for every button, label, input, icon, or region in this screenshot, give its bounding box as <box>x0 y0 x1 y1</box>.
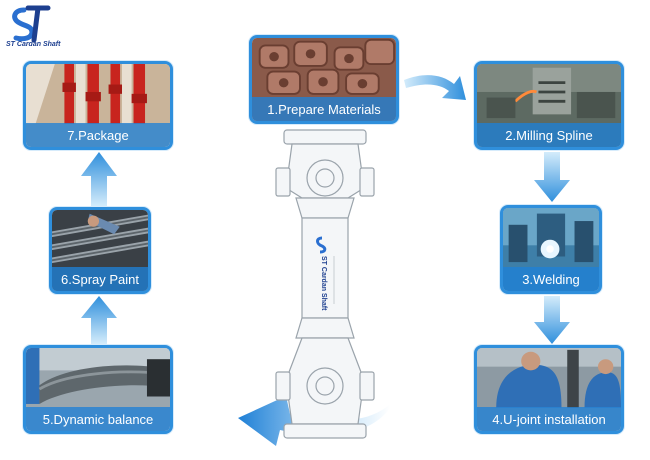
cardan-shaft-icon: ST Cardan Shaft <box>275 129 375 439</box>
logo-text: ST Cardan Shaft <box>6 41 61 48</box>
shaft-brand-text: ST Cardan Shaft <box>320 256 327 311</box>
step-spray-paint: 6.Spray Paint <box>49 207 151 294</box>
step-u-joint-installation: 4.U-joint installation <box>474 345 624 434</box>
step-label: 1.Prepare Materials <box>252 97 396 121</box>
step-label: 4.U-joint installation <box>477 407 621 431</box>
step-milling-spline: 2.Milling Spline <box>474 61 624 150</box>
arrow-icon <box>81 296 117 344</box>
arrow-icon <box>534 296 570 344</box>
arrow-icon <box>534 152 570 202</box>
step-label: 6.Spray Paint <box>52 267 148 291</box>
step-dynamic-balance: 5.Dynamic balance <box>23 345 173 434</box>
step-label: 3.Welding <box>503 267 599 291</box>
arrow-icon <box>404 75 466 100</box>
step-label: 2.Milling Spline <box>477 123 621 147</box>
arrow-icon <box>81 152 117 206</box>
step-label: 7.Package <box>26 123 170 147</box>
st-logo-icon <box>12 5 51 43</box>
step-prepare-materials: 1.Prepare Materials <box>249 35 399 124</box>
step-package: 7.Package <box>23 61 173 150</box>
step-welding: 3.Welding <box>500 205 602 294</box>
step-label: 5.Dynamic balance <box>26 407 170 431</box>
